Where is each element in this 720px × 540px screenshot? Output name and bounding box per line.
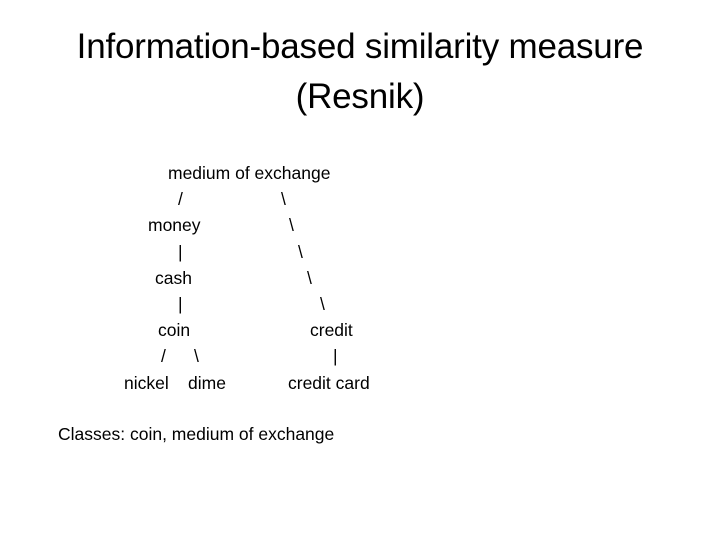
tree-branch-backslash-5: \ [320, 293, 325, 314]
row-cash: cash \ [0, 265, 720, 291]
row-root: medium of exchange [0, 160, 720, 186]
page-title: Information-based similarity measure (Re… [76, 27, 644, 116]
tree-branch-slash-money: / [178, 189, 183, 210]
row-pipe-2: |\ [0, 291, 720, 317]
tree-branch-pipe-cash-coin: | [178, 293, 183, 314]
tree-branch-backslash-4: \ [307, 267, 312, 288]
tree-node-nickel: nickel [124, 372, 169, 393]
tree-node-credit: credit [310, 320, 353, 341]
tree-branch-slash-nickel: / [161, 346, 166, 367]
tree-branch-pipe-credit-card: | [333, 346, 338, 367]
row-pipe-1: |\ [0, 239, 720, 265]
tree-branch-backslash-dime: \ [194, 346, 199, 367]
tree-node-cash: cash [155, 267, 192, 288]
row-branch-1: /\ [0, 186, 720, 212]
row-leaves: nickel dime credit card [0, 370, 720, 396]
tree-node-dime: dime [188, 372, 226, 393]
row-branch-2: / \ | [0, 343, 720, 369]
tree-node-money: money [148, 215, 201, 236]
classes-caption: Classes: coin, medium of exchange [58, 424, 335, 444]
tree-branch-backslash-3: \ [298, 241, 303, 262]
tree-branch-backslash-2: \ [289, 215, 294, 236]
tree-branch-backslash-1: \ [281, 189, 286, 210]
tree-node-medium-of-exchange: medium of exchange [168, 163, 331, 183]
tree-node-coin: coin [158, 320, 191, 341]
row-coin-credit: coin credit [0, 317, 720, 343]
tree-branch-pipe-money-cash: | [178, 241, 183, 262]
tree-node-credit-card: credit card [288, 372, 370, 393]
row-money: money \ [0, 212, 720, 238]
